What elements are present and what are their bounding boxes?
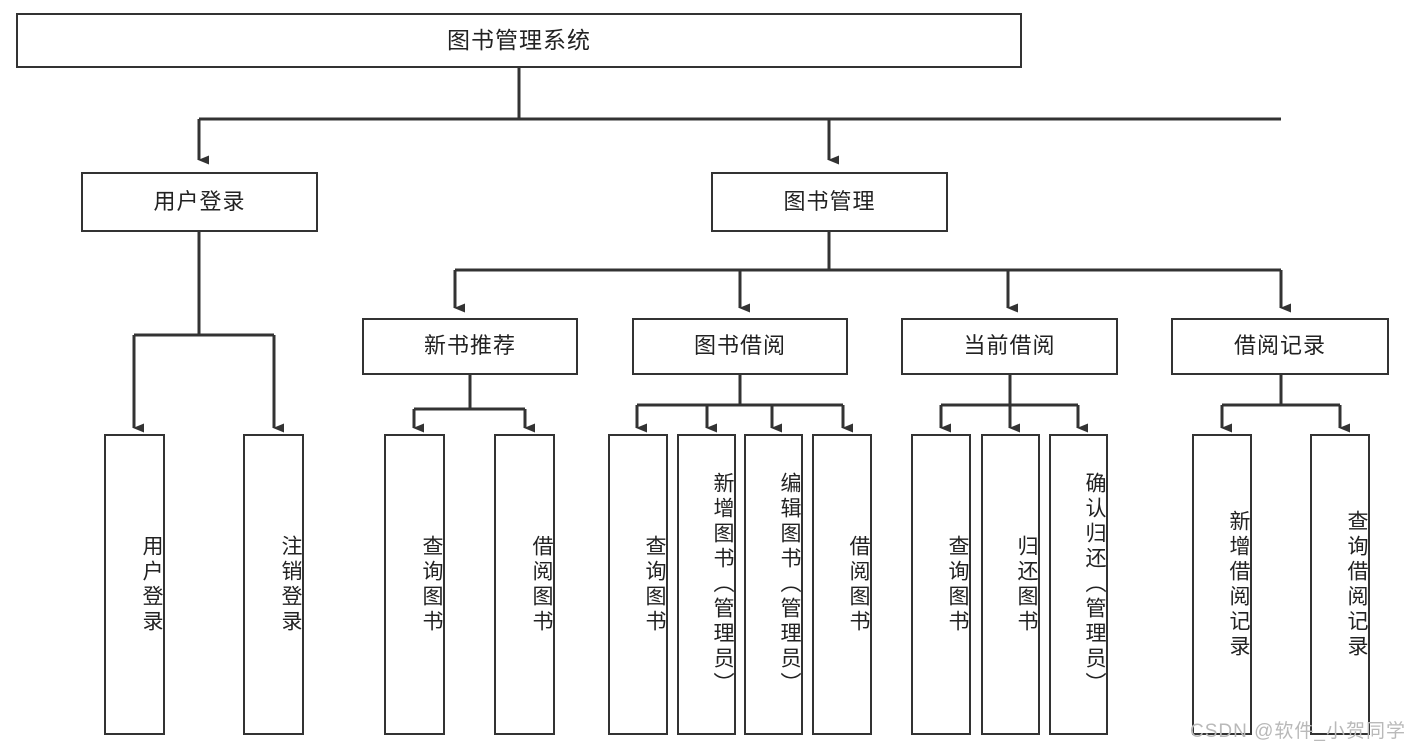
leaf-add-book[interactable]: 新增图书（管理员） xyxy=(677,434,736,735)
leaf-add-record-label: 新增借阅记录 xyxy=(1227,509,1250,660)
node-new-book-recommend-label: 新书推荐 xyxy=(423,333,516,359)
leaf-borrow-book-1-label: 借阅图书 xyxy=(530,534,553,635)
node-book-manage[interactable]: 图书管理 xyxy=(711,172,948,232)
leaf-query-book-2-label: 查询图书 xyxy=(643,534,666,635)
leaf-query-record-label: 查询借阅记录 xyxy=(1345,509,1368,660)
leaf-query-record[interactable]: 查询借阅记录 xyxy=(1310,434,1370,735)
leaf-logout[interactable]: 注销登录 xyxy=(243,434,304,735)
node-new-book-recommend[interactable]: 新书推荐 xyxy=(362,318,578,375)
leaf-add-book-label: 新增图书（管理员） xyxy=(711,472,734,697)
watermark: CSDN @软件_小贺同学 xyxy=(1190,721,1405,742)
leaf-return-book[interactable]: 归还图书 xyxy=(981,434,1040,735)
leaf-return-book-label: 归还图书 xyxy=(1015,534,1038,635)
leaf-query-book-1[interactable]: 查询图书 xyxy=(384,434,445,735)
node-current-borrow-label: 当前借阅 xyxy=(963,333,1056,359)
leaf-logout-label: 注销登录 xyxy=(279,534,302,635)
leaf-confirm-return[interactable]: 确认归还（管理员） xyxy=(1049,434,1108,735)
node-user-login[interactable]: 用户登录 xyxy=(81,172,318,232)
leaf-user-login-label: 用户登录 xyxy=(140,534,163,635)
leaf-edit-book[interactable]: 编辑图书（管理员） xyxy=(744,434,803,735)
node-book-borrow-label: 图书借阅 xyxy=(693,333,786,359)
node-borrow-record-label: 借阅记录 xyxy=(1233,333,1326,359)
leaf-confirm-return-label: 确认归还（管理员） xyxy=(1083,472,1106,697)
leaf-user-login[interactable]: 用户登录 xyxy=(104,434,165,735)
leaf-query-book-3-label: 查询图书 xyxy=(946,534,969,635)
leaf-borrow-book-2[interactable]: 借阅图书 xyxy=(812,434,872,735)
leaf-query-book-1-label: 查询图书 xyxy=(420,534,443,635)
node-borrow-record[interactable]: 借阅记录 xyxy=(1171,318,1389,375)
node-root-label: 图书管理系统 xyxy=(447,26,591,53)
leaf-add-record[interactable]: 新增借阅记录 xyxy=(1192,434,1252,735)
node-user-login-label: 用户登录 xyxy=(153,188,246,214)
leaf-query-book-3[interactable]: 查询图书 xyxy=(911,434,971,735)
node-current-borrow[interactable]: 当前借阅 xyxy=(901,318,1118,375)
node-book-manage-label: 图书管理 xyxy=(783,188,876,214)
leaf-borrow-book-2-label: 借阅图书 xyxy=(847,534,870,635)
node-book-borrow[interactable]: 图书借阅 xyxy=(632,318,848,375)
leaf-edit-book-label: 编辑图书（管理员） xyxy=(778,472,801,697)
node-root[interactable]: 图书管理系统 xyxy=(16,13,1022,68)
leaf-query-book-2[interactable]: 查询图书 xyxy=(608,434,668,735)
leaf-borrow-book-1[interactable]: 借阅图书 xyxy=(494,434,555,735)
